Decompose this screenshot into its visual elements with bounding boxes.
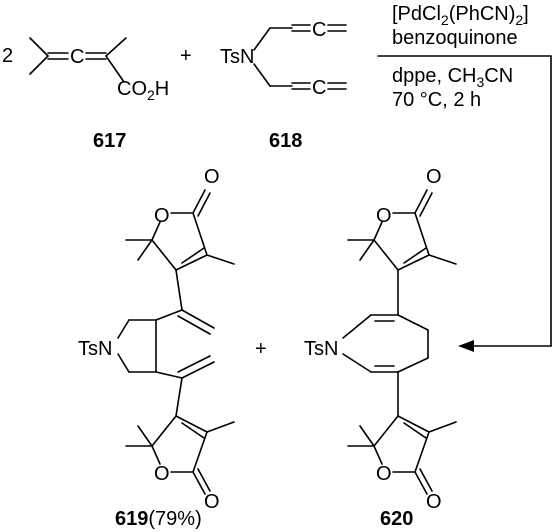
reaction-arrow [377, 55, 552, 352]
compound-618: TsN C C 618 [220, 19, 347, 152]
compound-619: O O TsN O [78, 166, 235, 530]
tsn-label-619: TsN [78, 338, 112, 360]
ring-oxygen-620-bottom: O [376, 463, 392, 485]
compound-number-617: 617 [93, 130, 126, 152]
allene-carbon-618-bottom: C [312, 77, 326, 99]
compound-number-618: 618 [269, 130, 302, 152]
compound-617: 2 C CO2H 617 [2, 37, 169, 152]
carbonyl-oxygen-619-top: O [204, 166, 220, 188]
plus-sign-products: + [255, 338, 267, 360]
allene-carbon-617: C [70, 46, 84, 68]
tsn-label-618: TsN [220, 46, 254, 68]
tsn-label-620: TsN [304, 338, 338, 360]
ligand-solvent-label: dppe, CH3CN [392, 65, 513, 90]
carbonyl-oxygen-620-bottom: O [426, 491, 442, 513]
carbonyl-oxygen-619-bottom: O [204, 491, 220, 513]
coefficient-2: 2 [2, 45, 13, 67]
ring-oxygen-619-bottom: O [154, 463, 170, 485]
allene-carbon-618-top: C [312, 19, 326, 41]
ring-oxygen-620-top: O [376, 205, 392, 227]
oxidant-label: benzoquinone [392, 27, 518, 49]
carboxylic-acid-617: CO2H [117, 78, 169, 103]
carbonyl-oxygen-620-top: O [426, 166, 442, 188]
compound-620: O O TsN O O [304, 166, 457, 530]
ring-oxygen-619-top: O [154, 205, 170, 227]
plus-sign-reactants: + [180, 45, 192, 67]
catalyst-label: [PdCl2(PhCN)2] [392, 3, 529, 28]
temperature-time-label: 70 °C, 2 h [392, 89, 481, 111]
arrowhead [458, 340, 474, 352]
compound-label-619: 619(79%) [115, 508, 202, 530]
reaction-conditions: [PdCl2(PhCN)2] benzoquinone dppe, CH3CN … [392, 3, 529, 111]
compound-number-620: 620 [380, 508, 413, 530]
